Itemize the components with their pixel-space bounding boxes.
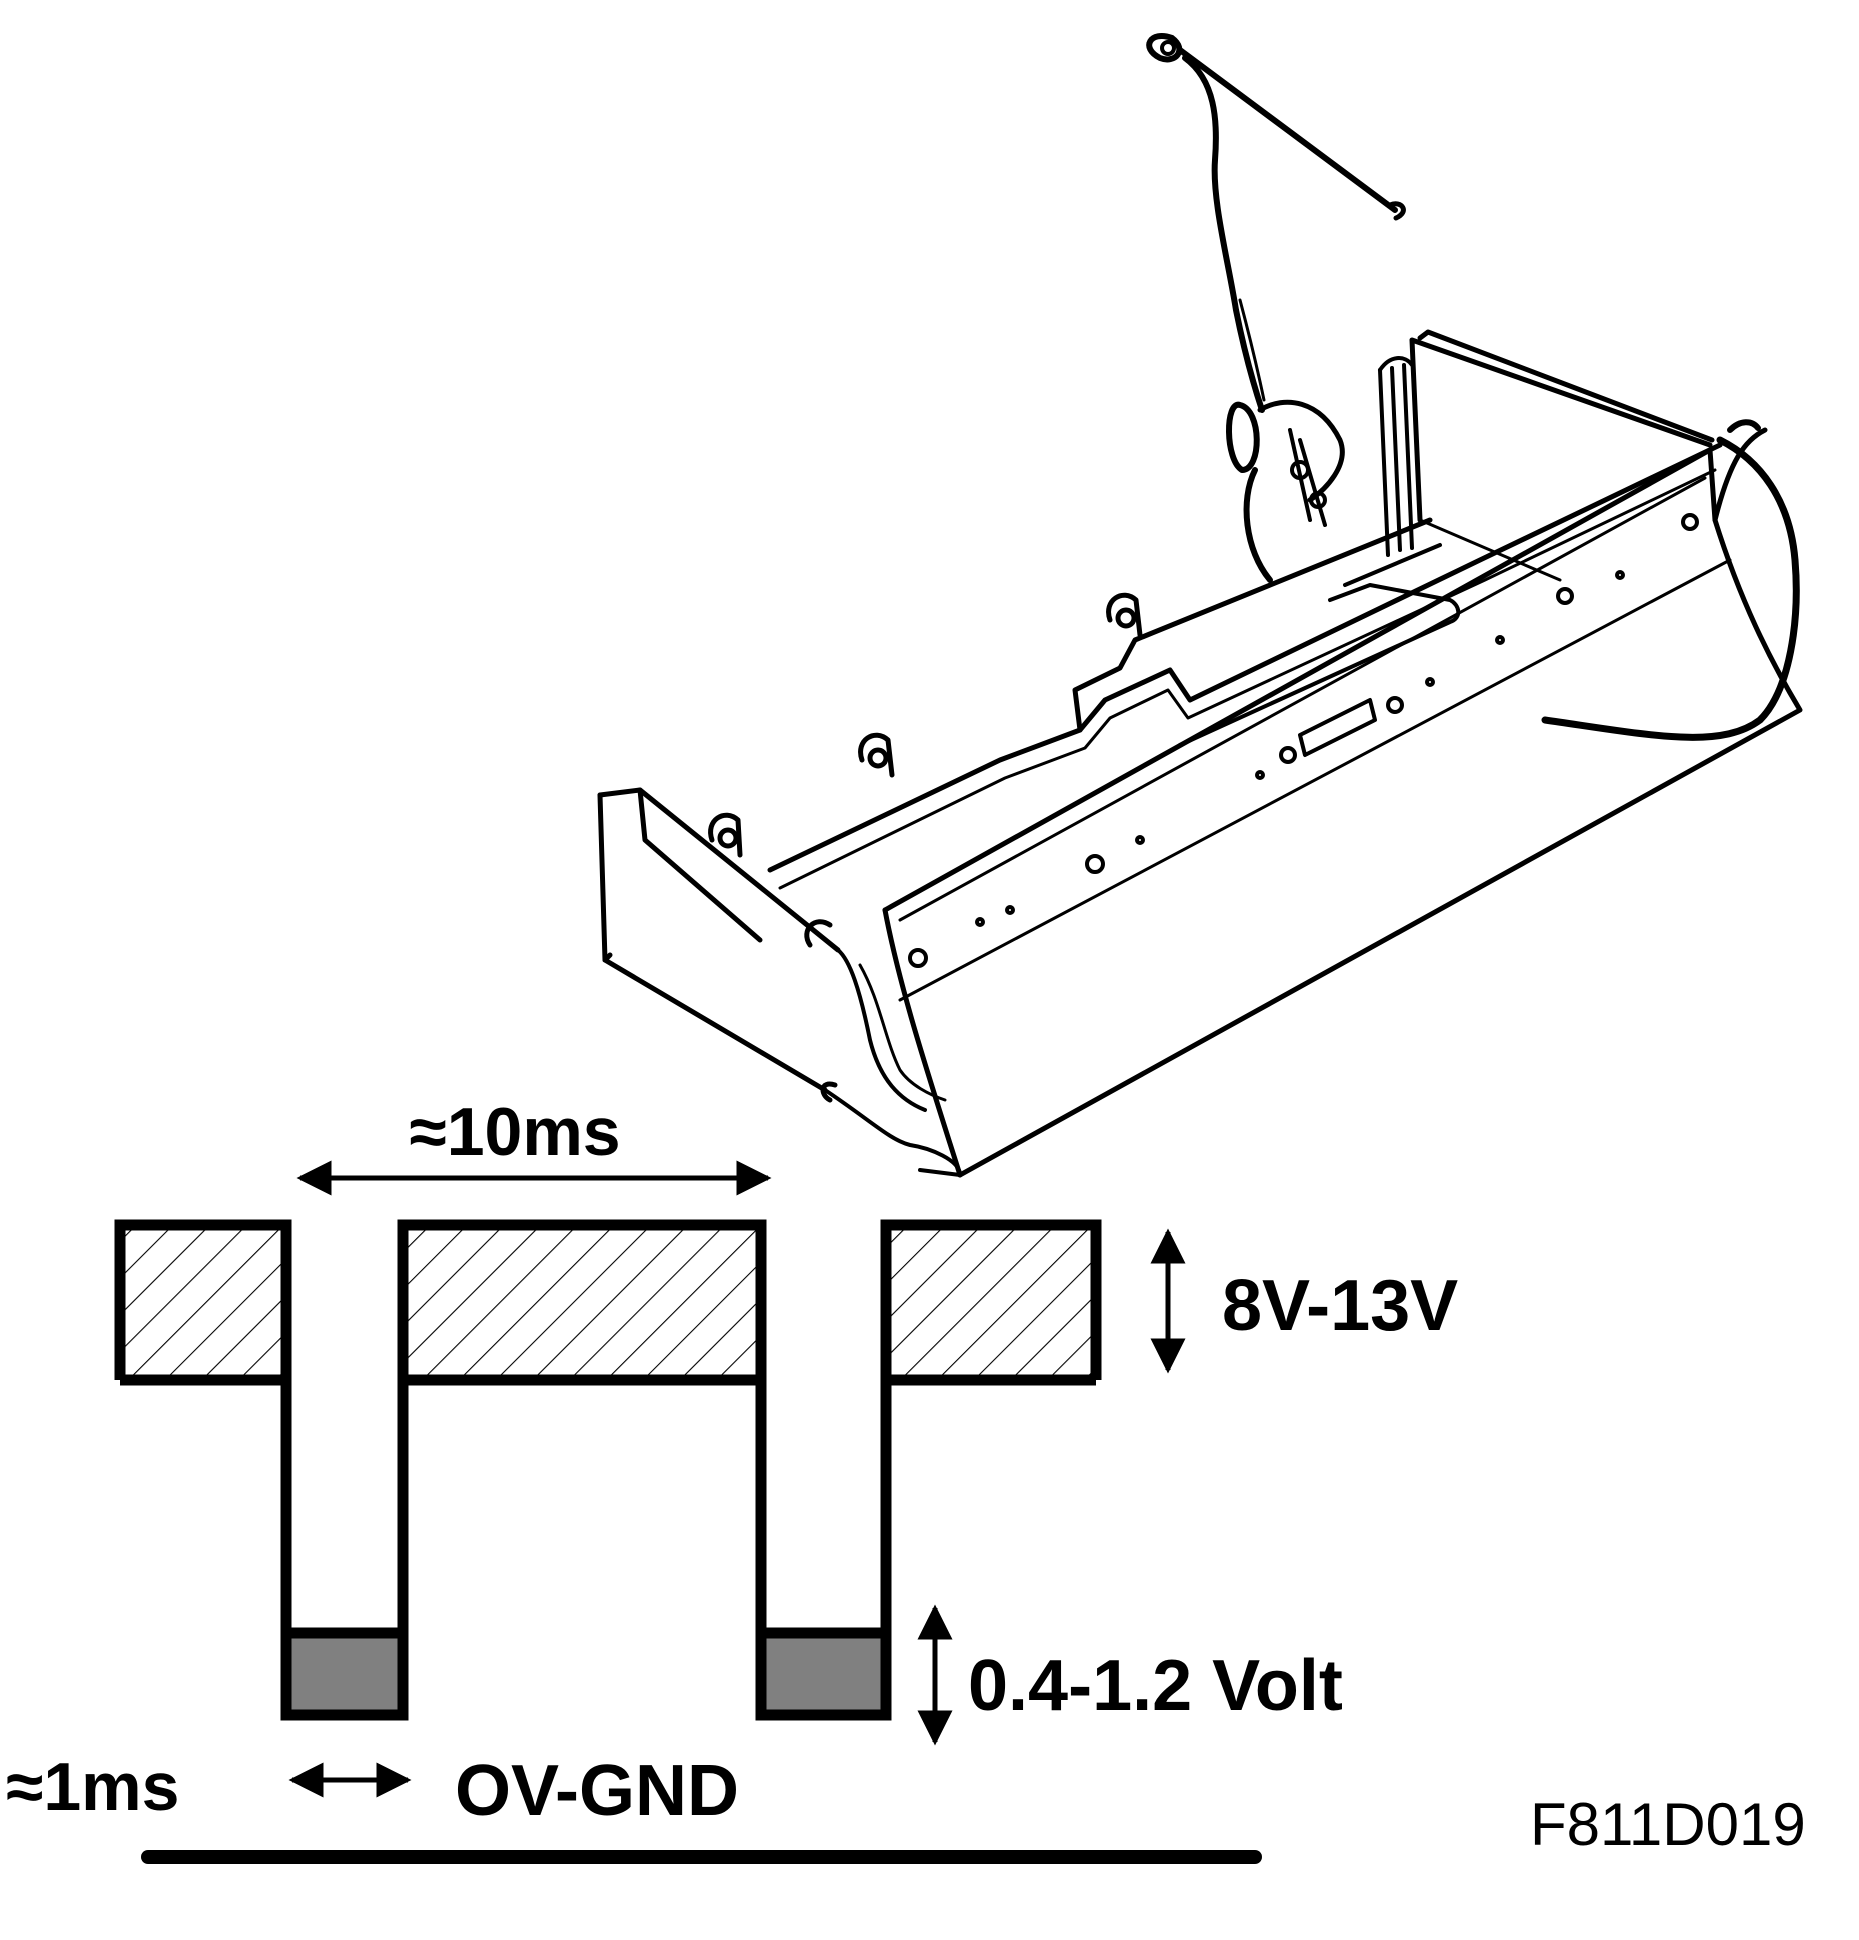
high-level-block-2 bbox=[403, 1225, 761, 1380]
dimension-arrows bbox=[288, 1160, 1186, 1798]
high-level-block-1 bbox=[120, 1225, 286, 1380]
pulse-width-label: ≈1ms bbox=[6, 1749, 179, 1825]
wiring-cable bbox=[1146, 33, 1406, 413]
low-level-block-2 bbox=[761, 1633, 886, 1715]
high-level-label: 8V-13V bbox=[1222, 1266, 1458, 1346]
ground-label: OV-GND bbox=[455, 1751, 739, 1831]
back-plate bbox=[1409, 329, 1715, 523]
period-label: ≈10ms bbox=[409, 1094, 620, 1170]
waveform-upper-trace bbox=[114, 1219, 1102, 1721]
component-illustration bbox=[597, 33, 1803, 1178]
mounting-bracket bbox=[1226, 356, 1414, 583]
low-level-label: 0.4-1.2 Volt bbox=[968, 1646, 1343, 1726]
front-wall bbox=[882, 427, 1803, 1178]
signal-waveform bbox=[114, 1219, 1262, 1864]
wall-holes bbox=[908, 513, 1699, 968]
high-level-block-3 bbox=[886, 1225, 1096, 1380]
low-level-block-1 bbox=[286, 1633, 403, 1715]
tray-floor bbox=[823, 948, 962, 1177]
figure-id-label: F811D019 bbox=[1530, 1791, 1806, 1858]
underside-cable bbox=[1541, 436, 1800, 741]
mounting-tabs bbox=[708, 592, 1143, 1103]
tray-body bbox=[597, 442, 1723, 1093]
slot-detail bbox=[1298, 698, 1377, 757]
